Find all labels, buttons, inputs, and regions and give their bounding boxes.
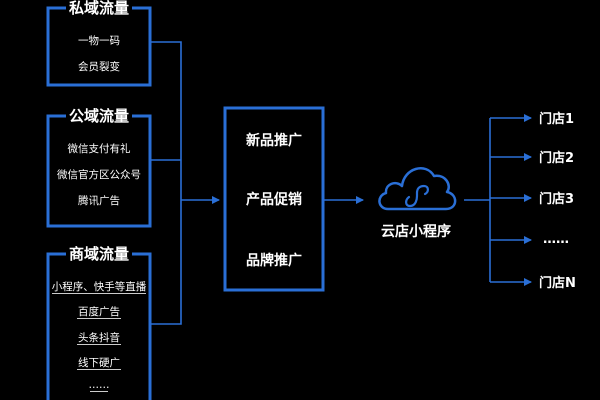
store-label: 门店2: [539, 150, 574, 166]
group-item-link[interactable]: 百度广告: [78, 305, 120, 318]
group-commercial-title-bg: [66, 244, 132, 264]
left-connectors: [150, 41, 220, 325]
store-label: 门店N: [539, 275, 576, 291]
store-label: ……: [543, 232, 569, 247]
group-private-traffic: 私域流量 一物一码 会员裂变: [46, 0, 152, 87]
group-item-link[interactable]: ……: [89, 379, 110, 391]
right-connectors: [464, 114, 532, 286]
store-label: 门店1: [539, 111, 574, 127]
group-private-title-bg: [66, 0, 132, 18]
center-item: 品牌推广: [246, 252, 302, 269]
group-title: 商域流量: [69, 245, 129, 263]
store-list: 门店1 门店2 门店3 …… 门店N: [539, 111, 576, 291]
group-item: 一物一码: [78, 34, 120, 47]
group-public-title-bg: [66, 106, 132, 126]
link-underline: [90, 391, 108, 392]
group-item: 微信官方区公众号: [57, 168, 141, 181]
group-public-traffic: 公域流量 微信支付有礼 微信官方区公众号 腾讯广告: [46, 106, 152, 228]
group-title: 私域流量: [68, 0, 129, 17]
link-underline: [77, 369, 121, 370]
group-item: 腾讯广告: [78, 194, 120, 207]
center-item: 产品促销: [246, 191, 302, 208]
group-item-link[interactable]: 小程序、快手等直播: [52, 280, 147, 293]
group-commercial-traffic: 商域流量 小程序、快手等直播 百度广告 头条抖音 线下硬广 ……: [46, 244, 152, 400]
link-underline: [52, 293, 146, 294]
group-item-link[interactable]: 线下硬广: [78, 356, 120, 369]
mini-program-cloud: 云店小程序: [378, 167, 457, 240]
group-title: 公域流量: [69, 107, 129, 125]
cloud-label: 云店小程序: [381, 223, 451, 240]
group-item: 微信支付有礼: [68, 142, 131, 155]
group-item: 会员裂变: [78, 60, 120, 73]
link-underline: [77, 344, 121, 345]
link-underline: [77, 318, 121, 319]
connector-bracket: [150, 41, 182, 325]
store-label: 门店3: [539, 191, 574, 207]
center-box: 新品推广 产品促销 品牌推广: [223, 106, 325, 292]
mini-program-cloud-icon: [378, 167, 457, 211]
center-frame: [223, 106, 325, 292]
center-item: 新品推广: [246, 132, 302, 149]
group-item-link[interactable]: 头条抖音: [78, 331, 120, 344]
